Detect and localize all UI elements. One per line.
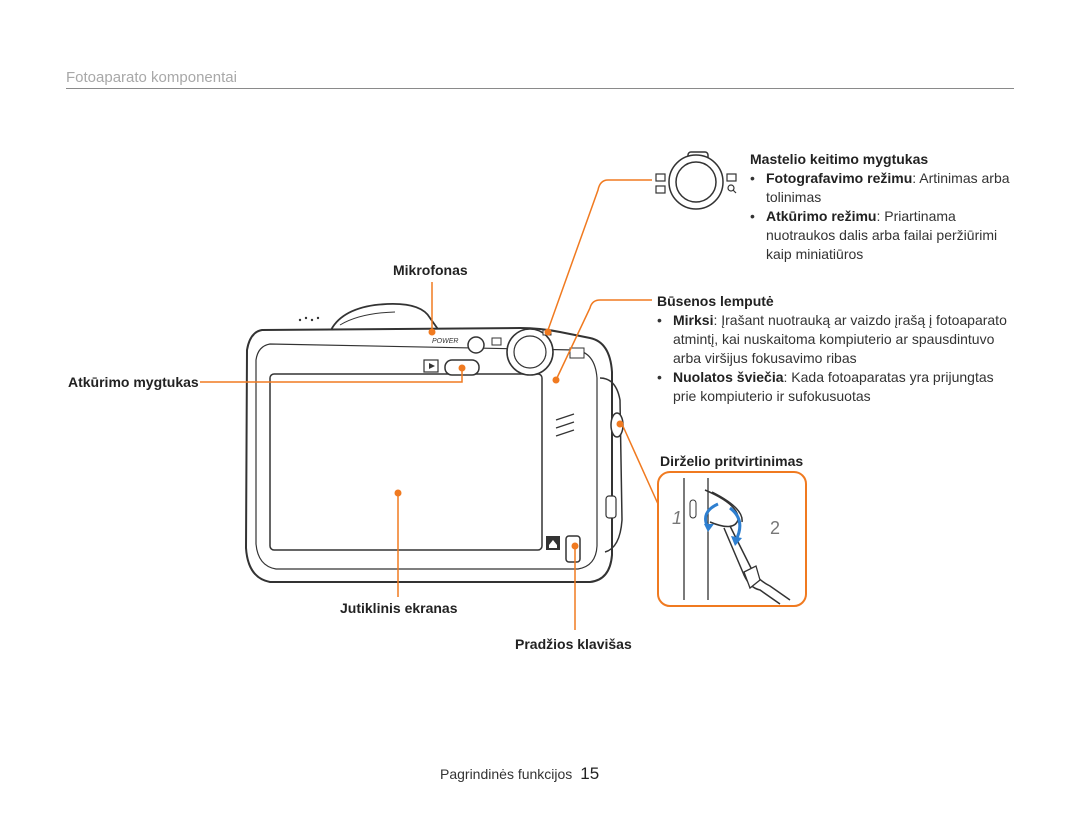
footer-section: Pagrindinės funkcijos: [440, 766, 573, 782]
home-key-label: Pradžios klavišas: [515, 636, 632, 652]
zoom-heading: Mastelio keitimo mygtukas: [750, 151, 929, 167]
strap-step-1: 1: [672, 508, 683, 528]
playback-button-label: Atkūrimo mygtukas: [68, 374, 199, 390]
zoom-item-cont: kaip miniatiūros: [766, 246, 864, 262]
status-description: Būsenos lemputė •Mirksi: Įrašant nuotrau…: [657, 292, 1037, 406]
status-item-cont: arba viršijus fokusavimo ribas: [673, 350, 857, 366]
callout-dots: [394, 328, 624, 550]
strap-step-2: 2: [770, 518, 781, 538]
camera-body: [244, 303, 624, 583]
zoom-item: •Fotografavimo režimu: Artinimas arba: [750, 170, 1010, 186]
status-item: •Nuolatos šviečia: Kada fotoaparatas yra…: [657, 369, 994, 385]
strap-inset: [657, 471, 807, 607]
strap-mount-label: Dirželio pritvirtinimas: [660, 453, 804, 469]
title-rule: [66, 88, 1014, 89]
status-item: •Mirksi: Įrašant nuotrauką ar vaizdo įra…: [657, 312, 1007, 328]
status-item-cont: prie kompiuterio ir sufokusuotas: [673, 388, 871, 404]
touch-screen-label: Jutiklinis ekranas: [340, 600, 458, 616]
page-number: 15: [580, 764, 600, 783]
status-heading: Būsenos lemputė: [657, 293, 774, 309]
zoom-item-cont: nuotraukos dalis arba failai peržiūrimi: [766, 227, 998, 243]
status-item-cont: atmintį, kai nuskaitoma kompiuterio ar s…: [673, 331, 995, 347]
page-footer: Pagrindinės funkcijos 15: [440, 764, 599, 784]
microphone-label: Mikrofonas: [393, 262, 468, 278]
power-label: POWER: [432, 338, 459, 345]
zoom-item-cont: tolinimas: [766, 189, 822, 205]
zoom-description: Mastelio keitimo mygtukas •Fotografavimo…: [750, 150, 1040, 264]
zoom-dial-icon: [655, 151, 737, 210]
callout-lines: [200, 179, 659, 630]
page-title: Fotoaparato komponentai: [66, 69, 237, 86]
zoom-item: •Atkūrimo režimu: Priartinama: [750, 208, 956, 224]
